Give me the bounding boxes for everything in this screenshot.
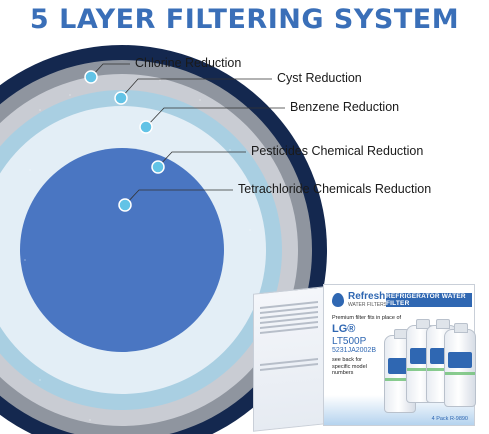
model-secondary: 5231JA2002B <box>332 347 376 354</box>
marker-dot-2 <box>114 91 128 105</box>
layer-label-pesticides: Pesticides Chemical Reduction <box>251 144 424 158</box>
pack-label: 4 Pack R-9890 <box>431 416 468 422</box>
side-panel-text <box>260 298 318 374</box>
brand-tagline: WATER FILTERS <box>348 302 388 308</box>
marker-dot-5 <box>118 198 132 212</box>
leader-line-3 <box>145 107 285 128</box>
leader-line-2 <box>120 78 272 99</box>
layer-label-tetrachloride: Tetrachloride Chemicals Reduction <box>238 182 432 196</box>
markers <box>84 70 165 212</box>
texture-speckles <box>24 79 251 421</box>
marker-dot-4 <box>151 160 165 174</box>
premium-text: Premium filter fits in place of <box>332 315 402 321</box>
box-side-panel <box>253 286 325 432</box>
leader-line-5 <box>124 189 233 206</box>
layer-label-chlorine: Chlorine Reduction <box>135 56 242 70</box>
layer-label-cyst: Cyst Reduction <box>277 71 362 85</box>
product-package: Refresh WATER FILTERS REFRIGERATOR WATER… <box>253 282 481 432</box>
box-front-panel: Refresh WATER FILTERS REFRIGERATOR WATER… <box>323 284 476 426</box>
leader-lines <box>90 63 285 206</box>
brand-logo: Refresh WATER FILTERS <box>332 291 387 308</box>
see-back-text: see back for specific model numbers <box>332 357 367 376</box>
leader-line-4 <box>157 151 246 168</box>
layer-label-benzene: Benzene Reduction <box>290 100 400 114</box>
fits-brand: LG® <box>332 323 356 335</box>
page-title: 5 LAYER FILTERING SYSTEM <box>29 4 460 35</box>
product-banner: REFRIGERATOR WATER FILTER <box>386 293 472 307</box>
model-primary: LT500P <box>332 336 367 347</box>
filter-cartridge-4 <box>444 323 476 407</box>
marker-dot-1 <box>84 70 98 84</box>
marker-dot-3 <box>139 120 153 134</box>
water-drop-icon <box>332 292 344 307</box>
core-layer <box>20 148 224 352</box>
brand-name: Refresh <box>348 291 386 302</box>
